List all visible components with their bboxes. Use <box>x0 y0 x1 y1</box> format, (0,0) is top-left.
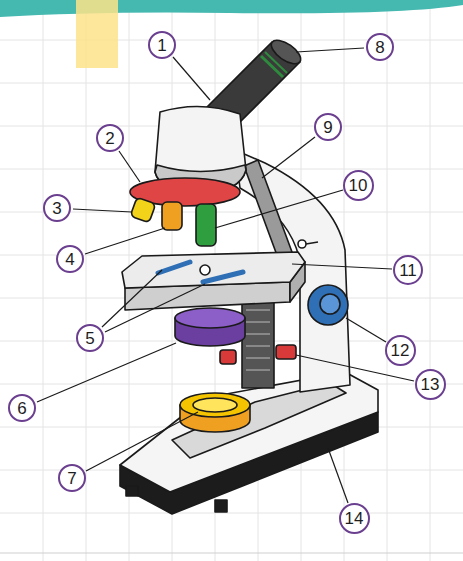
grid-line <box>43 0 44 561</box>
callout-circle: 1 <box>148 31 176 59</box>
callout-circle: 8 <box>366 33 394 61</box>
objective <box>196 204 216 246</box>
callout-number: 3 <box>52 200 61 217</box>
callout-circle: 7 <box>58 464 86 492</box>
hatch-line <box>246 310 270 311</box>
coarse-knob-cap <box>320 294 340 314</box>
callout-circle: 3 <box>43 194 71 222</box>
leader-line <box>86 412 198 471</box>
callout-number: 1 <box>157 37 166 54</box>
coarse-knob <box>308 285 348 325</box>
highlight-strip <box>76 0 118 68</box>
stage-hole <box>200 265 210 275</box>
hatch-line <box>246 358 270 359</box>
top-band <box>0 0 463 17</box>
callout-number: 12 <box>391 342 410 359</box>
leader-line <box>173 57 210 100</box>
hatch-line <box>246 346 270 347</box>
leader-line <box>346 318 386 342</box>
arm-screw-line <box>306 242 318 244</box>
leader-line <box>215 190 343 228</box>
grid-line <box>430 0 431 561</box>
callout-number: 6 <box>17 400 26 417</box>
callout-circle: 11 <box>393 255 423 285</box>
leader-line <box>85 228 165 254</box>
column-hatch <box>246 310 270 370</box>
grid-line <box>0 40 463 41</box>
callout-number: 8 <box>375 39 384 56</box>
fine-knob <box>276 345 296 359</box>
callout-circle: 9 <box>314 113 342 141</box>
callout-circle: 2 <box>96 124 124 152</box>
callout-circle: 5 <box>76 324 104 352</box>
callout-circle: 4 <box>56 245 84 273</box>
callout-number: 2 <box>105 130 114 147</box>
condenser-top <box>175 308 245 328</box>
arm-screw <box>298 240 306 248</box>
base-platform <box>172 383 346 458</box>
leader-lines <box>37 48 414 503</box>
callout-circle: 12 <box>385 335 416 366</box>
callout-number: 10 <box>349 177 368 194</box>
lamp-top <box>180 393 250 417</box>
objective <box>130 197 156 223</box>
leader-line <box>328 448 348 503</box>
callout-circle: 14 <box>339 503 370 534</box>
base-foot <box>126 486 138 496</box>
microscope <box>120 36 378 514</box>
hatch-line <box>246 334 270 335</box>
callout-number: 4 <box>65 251 74 268</box>
eyepiece-band <box>265 52 287 73</box>
fine-knob <box>220 350 236 364</box>
leader-line <box>73 209 132 212</box>
leader-line <box>262 137 315 178</box>
stage-clip <box>158 262 190 273</box>
base-foot <box>215 500 227 512</box>
hatch-line <box>246 370 270 371</box>
callout-number: 13 <box>421 376 440 393</box>
arm-strip <box>244 160 292 258</box>
callout-circle: 10 <box>343 170 374 201</box>
hatch-line <box>246 322 270 323</box>
leader-line <box>292 264 392 269</box>
callout-number: 11 <box>399 262 417 279</box>
callout-circle: 6 <box>8 394 36 422</box>
leader-line <box>37 343 176 402</box>
stage-clip <box>203 272 243 282</box>
callout-circle: 13 <box>415 369 446 400</box>
leader-line <box>119 151 140 182</box>
grid-line <box>0 513 463 514</box>
objective <box>162 202 182 230</box>
leader-line <box>296 48 364 52</box>
callout-number: 5 <box>85 330 94 347</box>
lamp-lens <box>193 398 237 412</box>
callout-number: 7 <box>67 470 76 487</box>
base-top <box>120 372 378 492</box>
grid-line <box>0 384 463 385</box>
callout-number: 14 <box>345 510 364 527</box>
grid-line <box>387 0 388 561</box>
leader-line <box>105 284 205 332</box>
column <box>242 296 274 388</box>
bottom-rule <box>0 553 463 554</box>
callout-number: 9 <box>323 119 332 136</box>
